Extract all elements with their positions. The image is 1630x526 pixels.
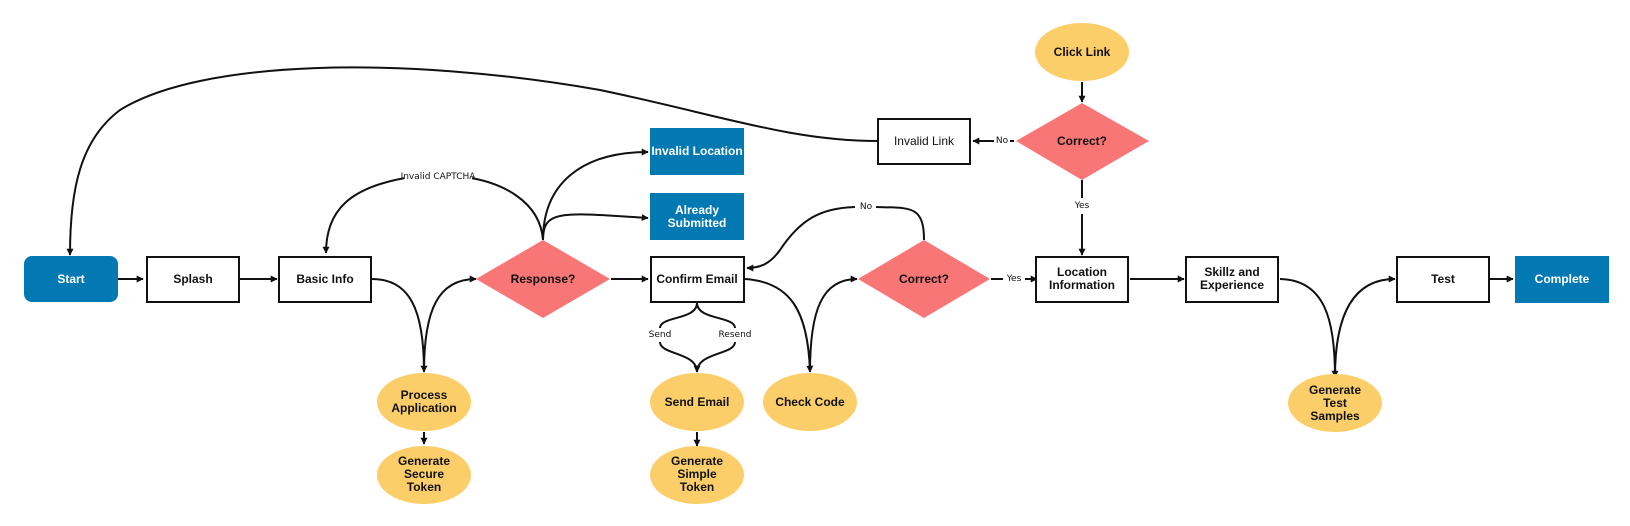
node-location-info-label-1: Location bbox=[1057, 265, 1107, 279]
node-start-label: Start bbox=[57, 272, 84, 286]
node-complete-label: Complete bbox=[1535, 272, 1590, 286]
node-simple-token-label-3: Token bbox=[680, 480, 714, 494]
edge-response-basicinfo bbox=[326, 177, 544, 253]
node-skillz-experience[interactable]: Skillz and Experience bbox=[1185, 256, 1279, 303]
node-process-application[interactable]: Process Application bbox=[377, 373, 471, 431]
node-secure-token-label-3: Token bbox=[407, 480, 441, 494]
edge-skillz-testsamples bbox=[1279, 278, 1339, 378]
node-basic-info[interactable]: Basic Info bbox=[278, 256, 372, 303]
node-check-code[interactable]: Check Code bbox=[763, 373, 857, 431]
node-response-label: Response? bbox=[511, 272, 576, 286]
node-simple-token-label-1: Generate bbox=[671, 454, 723, 468]
edge-label-invalid-captcha: Invalid CAPTCHA bbox=[401, 172, 477, 182]
edge-invalidlink-start bbox=[66, 66, 879, 256]
node-already-submitted[interactable]: Already Submitted bbox=[650, 193, 744, 240]
node-confirm-email-label: Confirm Email bbox=[656, 272, 737, 286]
node-already-submitted-label-2: Submitted bbox=[668, 216, 727, 230]
edge-label-yes-code: Yes bbox=[1006, 274, 1022, 284]
node-correct-link-label: Correct? bbox=[1057, 134, 1107, 148]
node-splash-label: Splash bbox=[173, 272, 212, 286]
node-process-app-label-1: Process bbox=[401, 388, 448, 402]
node-test[interactable]: Test bbox=[1396, 256, 1490, 303]
node-skillz-label-1: Skillz and bbox=[1204, 265, 1259, 279]
edge-label-resend: Resend bbox=[718, 330, 751, 340]
node-invalid-link[interactable]: Invalid Link bbox=[877, 118, 971, 165]
edge-label-yes-link: Yes bbox=[1074, 201, 1090, 211]
node-secure-token-label-2: Secure bbox=[404, 467, 444, 481]
node-correct-code-decision[interactable]: Correct? bbox=[858, 240, 990, 318]
edge-processapp-response bbox=[423, 275, 477, 373]
node-complete[interactable]: Complete bbox=[1515, 256, 1609, 303]
edge-label-no-link: No bbox=[996, 136, 1009, 146]
node-location-info-label-2: Information bbox=[1049, 278, 1115, 292]
node-test-samples-label-3: Samples bbox=[1310, 409, 1360, 423]
edge-testsamples-test bbox=[1334, 275, 1396, 378]
node-invalid-link-label: Invalid Link bbox=[894, 134, 955, 148]
edge-correct-confirmemail-no bbox=[747, 206, 925, 268]
node-check-code-label: Check Code bbox=[775, 395, 845, 409]
edge-confirmemail-sendemail-resend bbox=[696, 302, 736, 373]
edge-response-alreadysubmitted bbox=[542, 213, 649, 241]
node-start[interactable]: Start bbox=[24, 256, 118, 302]
edge-checkcode-correct bbox=[809, 275, 858, 373]
node-send-email[interactable]: Send Email bbox=[650, 373, 744, 431]
node-invalid-location[interactable]: Invalid Location bbox=[650, 128, 744, 175]
node-splash[interactable]: Splash bbox=[146, 256, 240, 303]
node-send-email-label: Send Email bbox=[665, 395, 730, 409]
node-generate-test-samples[interactable]: Generate Test Samples bbox=[1288, 374, 1382, 432]
node-test-samples-label-1: Generate bbox=[1309, 383, 1361, 397]
node-skillz-label-2: Experience bbox=[1200, 278, 1264, 292]
node-process-app-label-2: Application bbox=[391, 401, 456, 415]
edge-label-no-code: No bbox=[860, 202, 873, 212]
node-simple-token-label-2: Simple bbox=[677, 467, 717, 481]
node-response-decision[interactable]: Response? bbox=[476, 240, 610, 318]
node-generate-secure-token[interactable]: Generate Secure Token bbox=[377, 446, 471, 504]
edge-response-invalidlocation bbox=[542, 148, 649, 241]
edge-label-send: Send bbox=[649, 330, 672, 340]
node-basic-info-label: Basic Info bbox=[296, 272, 353, 286]
node-invalid-location-label: Invalid Location bbox=[651, 144, 742, 158]
node-confirm-email[interactable]: Confirm Email bbox=[650, 256, 745, 303]
node-test-label: Test bbox=[1431, 272, 1455, 286]
edge-basicinfo-processapp bbox=[371, 278, 428, 373]
node-already-submitted-label-1: Already bbox=[675, 203, 719, 217]
node-click-link-label: Click Link bbox=[1054, 45, 1111, 59]
node-generate-simple-token[interactable]: Generate Simple Token bbox=[650, 446, 744, 504]
node-test-samples-label-2: Test bbox=[1323, 396, 1347, 410]
node-correct-code-label: Correct? bbox=[899, 272, 949, 286]
node-click-link[interactable]: Click Link bbox=[1035, 23, 1129, 81]
edge-confirmemail-sendemail-send bbox=[659, 302, 697, 372]
node-correct-link-decision[interactable]: Correct? bbox=[1016, 103, 1149, 180]
node-location-information[interactable]: Location Information bbox=[1035, 256, 1129, 303]
edge-confirmemail-checkcode bbox=[744, 278, 814, 373]
node-secure-token-label-1: Generate bbox=[398, 454, 450, 468]
